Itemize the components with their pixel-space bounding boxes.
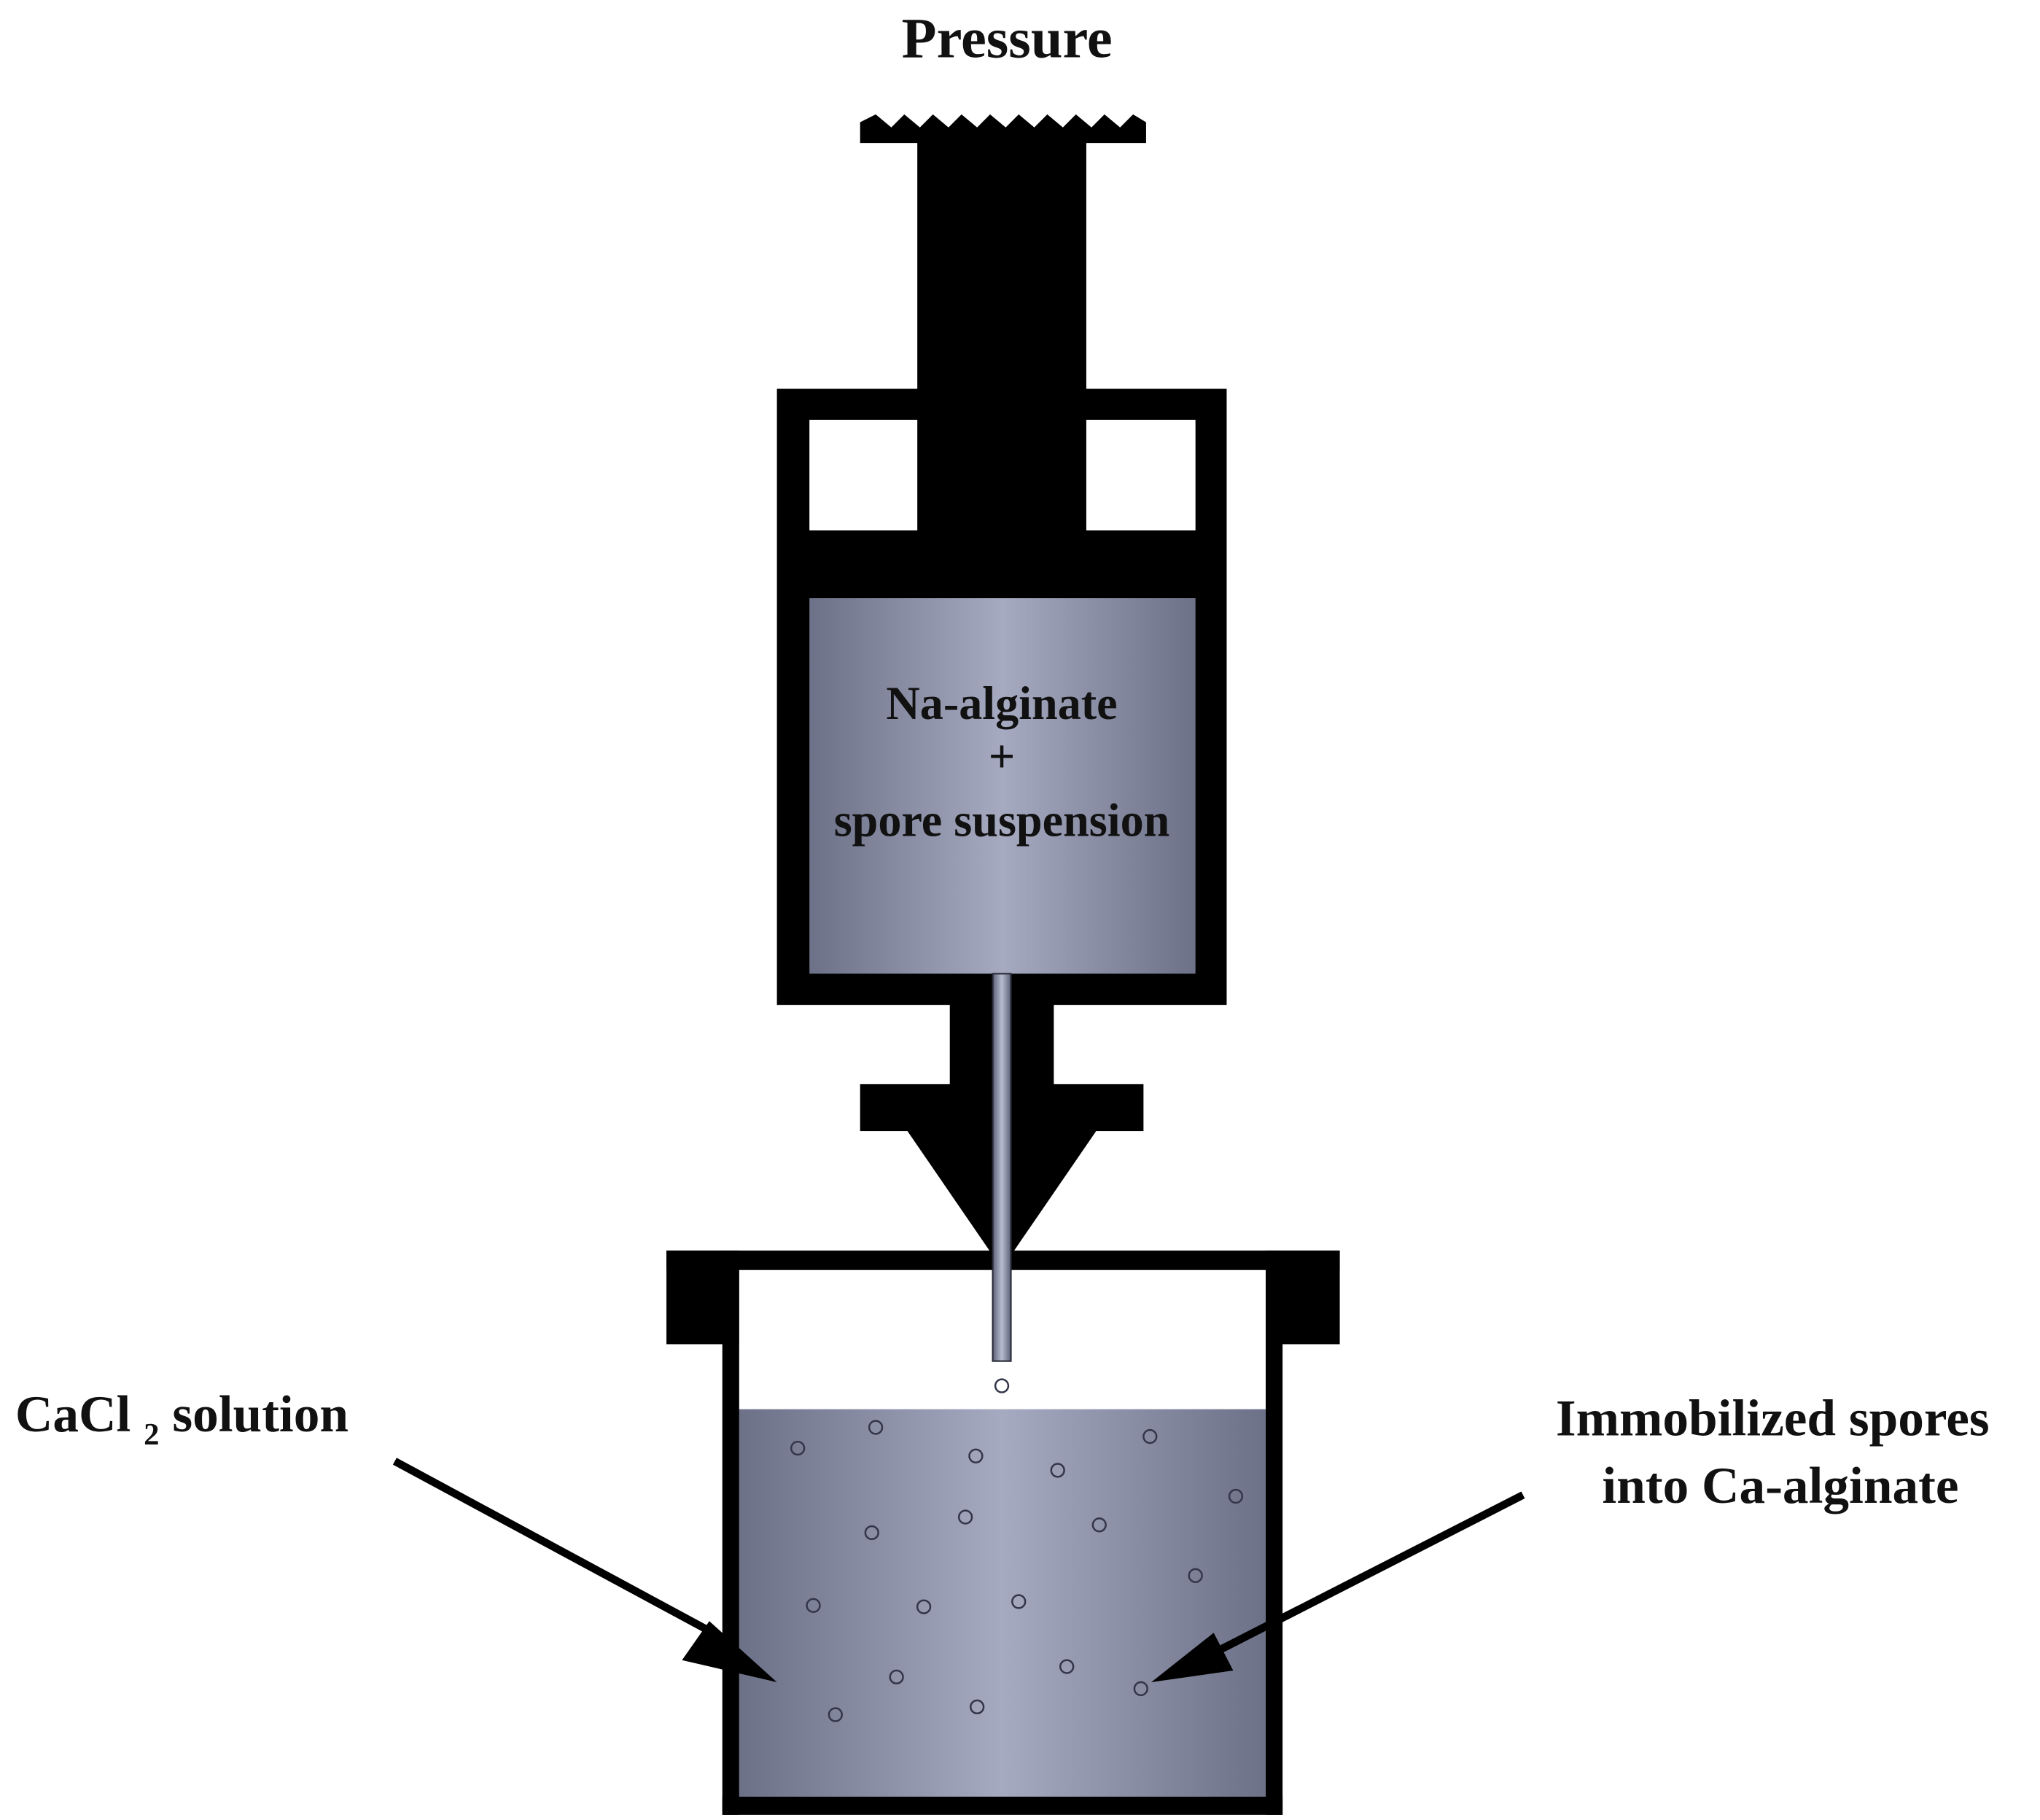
spore-bead [968, 1448, 984, 1463]
spores-label-line1: Immobilized spores [1556, 1389, 1990, 1447]
cacl2-label-main: CaCl [15, 1385, 131, 1443]
spore-bead [1011, 1594, 1027, 1609]
cacl2-label: CaCl 2 solution [15, 1385, 349, 1456]
plunger-thumb-rest [860, 114, 1146, 144]
syringe-needle [992, 973, 1012, 1362]
spores-arrow [1151, 1491, 1525, 1683]
spores-label-line2: into Ca-alginate [1602, 1457, 1958, 1514]
spore-bead [970, 1699, 985, 1715]
pressure-label: Pressure [902, 6, 1113, 69]
spore-bead [1228, 1488, 1244, 1504]
spore-bead [1059, 1659, 1075, 1674]
syringe-label-plus: + [989, 731, 1016, 782]
spores-arrow-head [1151, 1633, 1234, 1683]
spore-bead [864, 1525, 879, 1541]
beaker-bottom [722, 1796, 1283, 1815]
syringe-label-line1: Na-alginate [886, 677, 1117, 729]
spore-beads [790, 1420, 1244, 1722]
spore-bead [790, 1440, 806, 1456]
barrel-window-right [1086, 419, 1196, 531]
spore-bead [1091, 1517, 1107, 1533]
falling-droplet [994, 1378, 1010, 1393]
alginate-suspension [809, 598, 1196, 974]
spore-bead [916, 1599, 932, 1614]
cacl2-arrow [392, 1458, 777, 1683]
spore-bead [957, 1509, 973, 1525]
beaker-left-wall [722, 1251, 739, 1815]
cacl2-arrow-head [682, 1621, 777, 1683]
spore-bead [1188, 1568, 1203, 1583]
syringe-barrel [776, 389, 1227, 1006]
syringe-label-line3: spore suspension [834, 794, 1170, 846]
spore-bead [889, 1669, 904, 1685]
spore-bead [828, 1707, 843, 1722]
spore-bead [1142, 1428, 1158, 1444]
cacl2-liquid [739, 1409, 1266, 1797]
spore-bead [806, 1598, 821, 1613]
spore-bead [1050, 1463, 1065, 1478]
spores-arrow-shaft [1215, 1491, 1525, 1654]
barrel-window-left [809, 419, 918, 531]
cacl2-arrow-shaft [392, 1458, 727, 1643]
spore-bead [1133, 1681, 1148, 1697]
cacl2-label-subscript: 2 [144, 1418, 159, 1452]
cacl2-label-tail: solution [172, 1385, 349, 1443]
beaker-right-wall [1265, 1251, 1283, 1815]
spore-bead [868, 1420, 884, 1435]
